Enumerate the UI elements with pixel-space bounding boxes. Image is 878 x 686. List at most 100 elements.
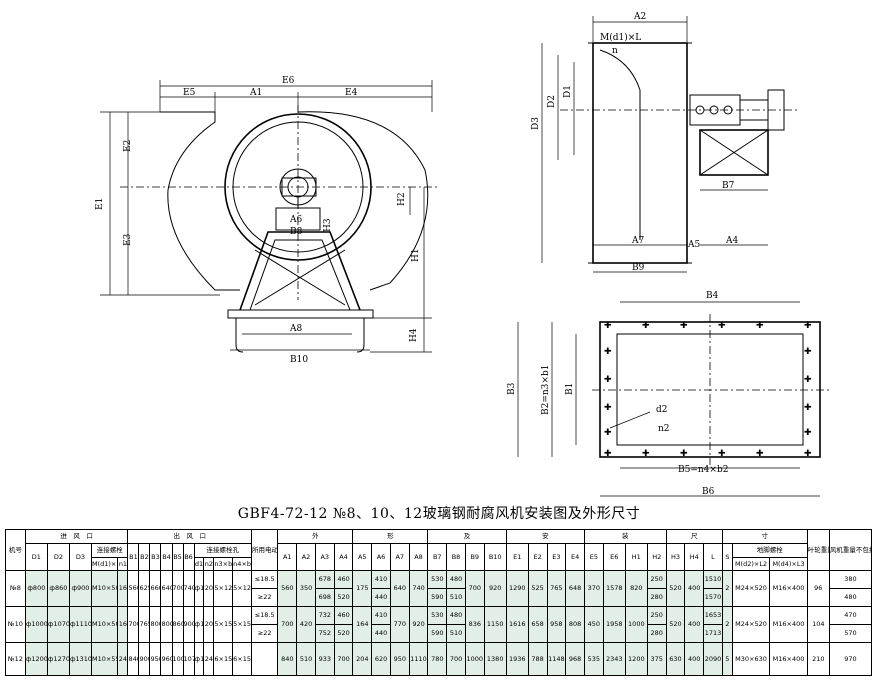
header-motor: 所用电动机功率KW bbox=[250, 529, 279, 571]
table-cell: 5 bbox=[721, 642, 733, 676]
table-cell: 958 bbox=[546, 606, 567, 643]
table-cell: ф1000 bbox=[24, 606, 48, 643]
table-cell: 5×153 bbox=[213, 606, 234, 643]
table-cell: ф800 bbox=[24, 570, 48, 607]
cell-motor: ≥22 bbox=[250, 624, 279, 643]
table-cell: 860 bbox=[171, 606, 184, 643]
table-cell: 164 bbox=[352, 606, 373, 643]
header-col: H2 bbox=[646, 543, 667, 571]
table-cell: M16×400 bbox=[769, 642, 808, 676]
table-cell: 678 bbox=[314, 570, 335, 589]
table-cell: 16 bbox=[117, 606, 129, 643]
table-cell: 836 bbox=[464, 606, 485, 643]
label-D3: D3 bbox=[531, 117, 541, 130]
table-cell: 530 bbox=[427, 606, 448, 625]
header-col: A4 bbox=[333, 543, 354, 571]
table-cell: 530 bbox=[427, 570, 448, 589]
table-cell: 450 bbox=[584, 606, 604, 643]
label-n: n bbox=[612, 46, 618, 56]
label-A8: A8 bbox=[289, 324, 302, 334]
label-B5n: B5=n4×b2 bbox=[678, 465, 728, 475]
header-col: D1 bbox=[24, 543, 48, 571]
label-H2: H2 bbox=[397, 192, 407, 206]
table-cell: ф1110 bbox=[68, 606, 92, 643]
table-cell: 250 bbox=[646, 570, 667, 589]
header-col: B4 bbox=[160, 543, 173, 571]
table-cell: 16 bbox=[117, 570, 129, 607]
header-group: 形 bbox=[352, 529, 429, 544]
header-col: B1 bbox=[127, 543, 140, 571]
table-cell: M30×630 bbox=[731, 642, 771, 676]
svg-text:✚: ✚ bbox=[604, 347, 612, 357]
table-cell: 630 bbox=[665, 642, 686, 676]
header-col: B8 bbox=[446, 543, 466, 571]
table-cell: 204 bbox=[352, 642, 373, 676]
table-row: №12ф1200ф1270ф1310M10×552484090095096010… bbox=[5, 642, 873, 676]
header-col: A2 bbox=[296, 543, 316, 571]
table-cell: 20 bbox=[203, 606, 215, 643]
label-A7: A7 bbox=[631, 236, 644, 246]
header-col: A1 bbox=[277, 543, 298, 571]
header-group: 装 bbox=[584, 529, 667, 544]
table-cell: 520 bbox=[333, 588, 354, 607]
table-cell: 410 bbox=[371, 570, 391, 589]
table-cell: 460 bbox=[333, 570, 354, 589]
table-cell: 820 bbox=[624, 570, 648, 607]
header-col: D3 bbox=[68, 543, 92, 571]
svg-text:✚: ✚ bbox=[804, 375, 812, 385]
svg-text:✚: ✚ bbox=[680, 321, 688, 331]
table-cell: ф14 bbox=[193, 642, 205, 676]
table-cell: 625 bbox=[138, 570, 151, 607]
table-cell: 780 bbox=[427, 642, 448, 676]
header-col: B5 bbox=[171, 543, 184, 571]
header-col: D2 bbox=[46, 543, 70, 571]
table-cell: 700 bbox=[446, 642, 466, 676]
table-cell: 1616 bbox=[505, 606, 529, 643]
table-cell: 920 bbox=[483, 570, 507, 607]
table-cell: 420 bbox=[296, 606, 316, 643]
table-cell: 400 bbox=[684, 642, 705, 676]
cell-wheel: 104 bbox=[806, 606, 830, 643]
cell-weight: 380 bbox=[828, 570, 873, 589]
svg-text:✚: ✚ bbox=[604, 449, 612, 459]
table-cell: 510 bbox=[446, 624, 466, 643]
cell-weight: 970 bbox=[828, 642, 873, 676]
cell-model: №12 bbox=[5, 642, 26, 676]
table-cell: 700 bbox=[464, 570, 485, 607]
svg-text:✚: ✚ bbox=[604, 321, 612, 331]
table-cell: 410 bbox=[371, 606, 391, 625]
table-cell: 1958 bbox=[602, 606, 626, 643]
table-cell: 900 bbox=[182, 606, 195, 643]
svg-text:✚: ✚ bbox=[604, 375, 612, 385]
header-model: 机号 bbox=[5, 529, 26, 571]
table-cell: 1290 bbox=[505, 570, 529, 607]
table-cell: 5×125 bbox=[213, 570, 234, 607]
table-cell: M16×400 bbox=[769, 606, 808, 643]
table-cell: 2 bbox=[721, 606, 733, 643]
header-col: E5 bbox=[584, 543, 604, 571]
label-B3: B3 bbox=[507, 382, 517, 395]
table-cell: 1570 bbox=[703, 588, 723, 607]
header-inlet: 进 风 口 bbox=[24, 529, 129, 544]
table-cell: 6×150 bbox=[213, 642, 234, 676]
label-A5: A5 bbox=[687, 240, 700, 250]
svg-text:✚: ✚ bbox=[718, 449, 726, 459]
table-cell: ф860 bbox=[46, 570, 70, 607]
cell-model: №8 bbox=[5, 570, 26, 607]
table-cell: 740 bbox=[182, 570, 195, 607]
table-cell: M24×520 bbox=[731, 570, 771, 607]
label-B2n: B2=n3×b1 bbox=[541, 365, 551, 415]
label-E2: E2 bbox=[123, 140, 133, 152]
side-view: A2 M(d1)×L n D3 D2 D1 B7 A7 A5 A4 B9 bbox=[531, 12, 800, 273]
header-col: M(d2)×L2 bbox=[731, 557, 771, 571]
svg-text:✚: ✚ bbox=[756, 321, 764, 331]
table-cell: ф14 bbox=[193, 606, 205, 643]
table-cell: 2343 bbox=[602, 642, 626, 676]
table-cell: 175 bbox=[352, 570, 373, 607]
header-group: 及 bbox=[427, 529, 507, 544]
header-foot-bolt: 地脚螺栓 bbox=[731, 543, 808, 558]
label-E3: E3 bbox=[123, 233, 133, 246]
table-cell: 1510 bbox=[703, 570, 723, 589]
header-col: B7 bbox=[427, 543, 448, 571]
